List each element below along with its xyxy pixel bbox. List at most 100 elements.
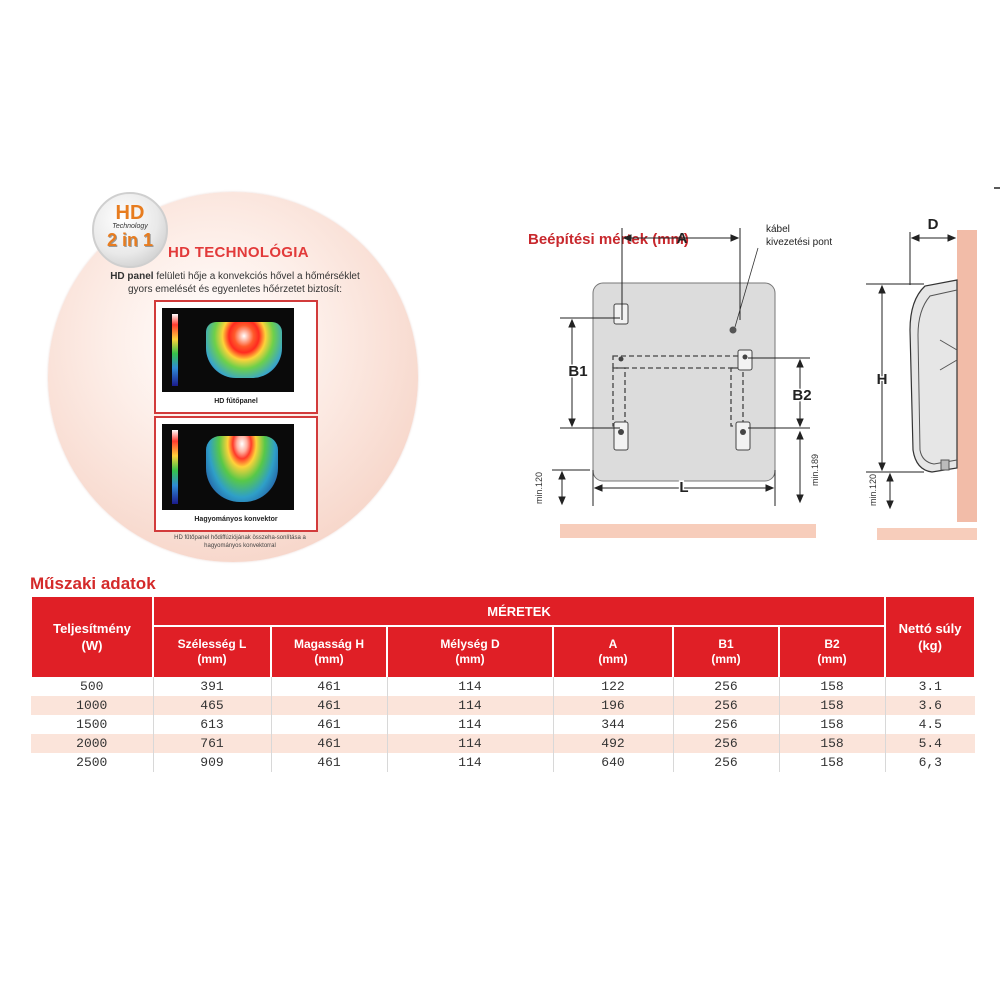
floor-side	[877, 528, 977, 540]
cell-weight: 3.6	[884, 696, 976, 715]
panel-side-bracket	[939, 339, 958, 471]
header-height: Magasság H(mm)	[270, 626, 388, 677]
header-a-unit: (mm)	[598, 652, 628, 666]
cell-b1: 256	[672, 677, 779, 696]
cell-power: 2000	[31, 734, 153, 753]
dimension-min189	[796, 430, 804, 504]
header-b1-unit: (mm)	[711, 652, 741, 666]
dimension-a	[621, 228, 741, 320]
cell-b1: 256	[672, 715, 779, 734]
table-row: 500 391 461 114 122 256 158 3.1	[31, 677, 976, 696]
header-width-unit: (mm)	[197, 652, 227, 666]
cell-b1: 256	[672, 753, 779, 772]
hd-description: HD panel felületi hője a konvekciós hőve…	[110, 270, 360, 296]
label-h: H	[877, 371, 888, 388]
installation-dimensions-title: Beépítési mértek (mm)	[528, 231, 689, 248]
cell-height: 461	[270, 715, 387, 734]
installation-diagram: A B1 B2 min.189 L min.120 kábel kivezeté…	[534, 187, 1000, 540]
thermal-picture	[162, 308, 294, 392]
thermal-picture	[162, 424, 294, 510]
dimension-min120	[552, 469, 590, 506]
cell-width: 761	[152, 734, 271, 753]
header-height-label: Magasság H	[293, 637, 365, 651]
cell-power: 500	[31, 677, 153, 696]
cell-a: 122	[552, 677, 673, 696]
label-d: D	[928, 216, 939, 233]
dimension-l	[592, 470, 776, 506]
temperature-scale	[172, 314, 178, 386]
header-width: Szélesség L(mm)	[152, 626, 272, 677]
hd-logo-2in1: 2 in 1	[106, 230, 154, 250]
cell-b2: 158	[778, 753, 886, 772]
cell-width: 391	[152, 677, 271, 696]
table-row: 2500 909 461 114 640 256 158 6,3	[31, 753, 976, 772]
keyhole-marks	[618, 354, 748, 435]
wall-side	[957, 230, 977, 522]
panel-side-profile	[909, 279, 958, 473]
header-weight-unit: (kg)	[918, 638, 942, 653]
header-width-label: Szélesség L	[177, 637, 247, 651]
header-depth-unit: (mm)	[455, 652, 485, 666]
dimension-d	[909, 232, 957, 285]
cell-width: 465	[152, 696, 271, 715]
hd-description-bold: HD panel	[110, 271, 154, 282]
cell-power: 1000	[31, 696, 153, 715]
header-weight-label: Nettó súly	[898, 621, 962, 636]
cable-outlet-point	[729, 326, 737, 334]
cell-depth: 114	[386, 734, 553, 753]
dimension-min120-side	[886, 472, 894, 510]
table-row: 1500 613 461 114 344 256 158 4.5	[31, 715, 976, 734]
cell-a: 492	[552, 734, 673, 753]
header-b2-unit: (mm)	[817, 652, 847, 666]
header-a: A(mm)	[552, 626, 674, 677]
header-depth: Mélység D(mm)	[386, 626, 554, 677]
cell-weight: 3.1	[884, 677, 976, 696]
dimension-h	[866, 283, 924, 473]
cell-depth: 114	[386, 753, 553, 772]
hd-logo-text: HD	[115, 202, 145, 224]
cell-b1: 256	[672, 696, 779, 715]
cell-power: 1500	[31, 715, 153, 734]
header-power-label: Teljesítmény	[53, 621, 131, 636]
label-l: L	[679, 479, 688, 496]
hd-technology-title: HD TECHNOLÓGIA	[168, 244, 309, 261]
cell-depth: 114	[386, 696, 553, 715]
table-row: 2000 761 461 114 492 256 158 5.4	[31, 734, 976, 753]
cell-width: 909	[152, 753, 271, 772]
cell-b2: 158	[778, 734, 886, 753]
label-min120-side: min.120	[868, 474, 878, 506]
hd-description-text: felületi hője a konvekciós hővel a hőmér…	[127, 271, 360, 295]
cell-weight: 6,3	[884, 753, 976, 772]
spec-title: Műszaki adatok	[30, 574, 156, 593]
caption-hd-panel: HD fűtőpanel	[214, 398, 258, 405]
cell-height: 461	[270, 696, 387, 715]
header-b1-label: B1	[718, 637, 734, 651]
header-power: Teljesítmény (W)	[30, 597, 154, 677]
thermal-image-convector: Hagyományos konvektor	[154, 416, 318, 532]
cell-b2: 158	[778, 715, 886, 734]
cell-height: 461	[270, 677, 387, 696]
cell-height: 461	[270, 753, 387, 772]
cell-power: 2500	[31, 753, 153, 772]
heat-distribution-hd	[206, 322, 282, 378]
hd-footnote: HD fűtőpanel hődiffúziójának összeha-son…	[174, 535, 306, 549]
cable-label-line2: kivezetési pont	[766, 237, 832, 248]
header-power-unit: (W)	[81, 638, 103, 653]
header-weight: Nettó súly (kg)	[884, 597, 977, 677]
cell-weight: 5.4	[884, 734, 976, 753]
header-height-unit: (mm)	[314, 652, 344, 666]
header-b2: B2(mm)	[777, 626, 887, 677]
cell-a: 196	[552, 696, 673, 715]
dimension-b2	[748, 357, 810, 429]
header-depth-label: Mélység D	[440, 637, 500, 651]
spec-table: Teljesítmény (W) MÉRETEK Nettó súly (kg)…	[30, 597, 977, 772]
mounting-holes	[613, 303, 753, 451]
cell-depth: 114	[386, 677, 553, 696]
cell-a: 640	[552, 753, 673, 772]
heat-distribution-convector	[206, 436, 278, 502]
table-row: 1000 465 461 114 196 256 158 3.6	[31, 696, 976, 715]
label-min120: min.120	[534, 472, 544, 504]
cell-height: 461	[270, 734, 387, 753]
label-min189: min.189	[810, 454, 820, 486]
temperature-scale	[172, 430, 178, 504]
